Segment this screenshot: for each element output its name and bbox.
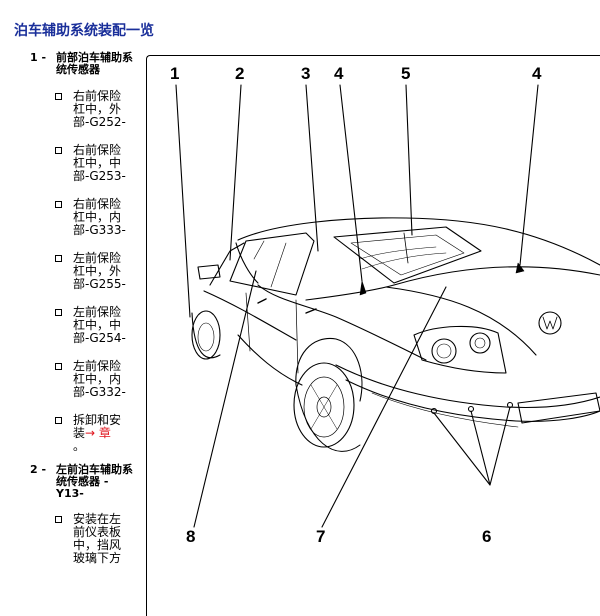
list-item: 左前保险杠中，内部-G332- (30, 360, 142, 399)
list-item: 左前保险杠中，外部-G255- (30, 252, 142, 291)
page-title: 泊车辅助系统装配一览 (14, 23, 154, 39)
bullet-icon (53, 199, 63, 209)
callout-1: 1 (170, 64, 180, 83)
bullet-icon (53, 307, 63, 317)
callout-3: 3 (301, 64, 311, 83)
callout-2: 2 (235, 64, 245, 83)
legend-item-1: 1 - 前部泊车辅助系统传感器 右前保险杠中，外部-G252- 右前保险杠中，中… (30, 52, 142, 453)
legend-list: 1 - 前部泊车辅助系统传感器 右前保险杠中，外部-G252- 右前保险杠中，中… (30, 52, 142, 580)
bullet-icon (53, 361, 63, 371)
callout-4-left: 4 (334, 64, 344, 83)
item-title: 左前泊车辅助系统传感器 - Y13- (56, 463, 133, 500)
callout-4-right: 4 (532, 64, 542, 83)
list-item: 右前保险杠中，内部-G333- (30, 198, 142, 237)
list-item: 右前保险杠中，中部-G253- (30, 144, 142, 183)
item-number: 1 - (30, 51, 47, 64)
chapter-link[interactable]: → 章 (85, 426, 111, 440)
callout-6: 6 (482, 527, 492, 546)
callout-7: 7 (316, 527, 326, 546)
legend-item-2: 2 - 左前泊车辅助系统传感器 - Y13- 安装在左前仪表板中，挡风玻璃下方 (30, 464, 142, 565)
bullet-icon (53, 514, 63, 524)
callout-8: 8 (186, 527, 196, 546)
item-number: 2 - (30, 463, 47, 476)
bullet-icon (53, 253, 63, 263)
bullet-icon (53, 145, 63, 155)
callout-5: 5 (401, 64, 411, 83)
bullet-icon (53, 91, 63, 101)
list-item: 安装在左前仪表板中，挡风玻璃下方 (30, 513, 142, 565)
list-item: 右前保险杠中，外部-G252- (30, 90, 142, 129)
item-title: 前部泊车辅助系统传感器 (56, 51, 133, 76)
figure-frame (146, 55, 600, 616)
bullet-icon (53, 415, 63, 425)
list-item: 左前保险杠中，中部-G254- (30, 306, 142, 345)
list-item: 拆卸和安装→ 章。 (30, 414, 142, 453)
car-illustration (175, 84, 600, 528)
